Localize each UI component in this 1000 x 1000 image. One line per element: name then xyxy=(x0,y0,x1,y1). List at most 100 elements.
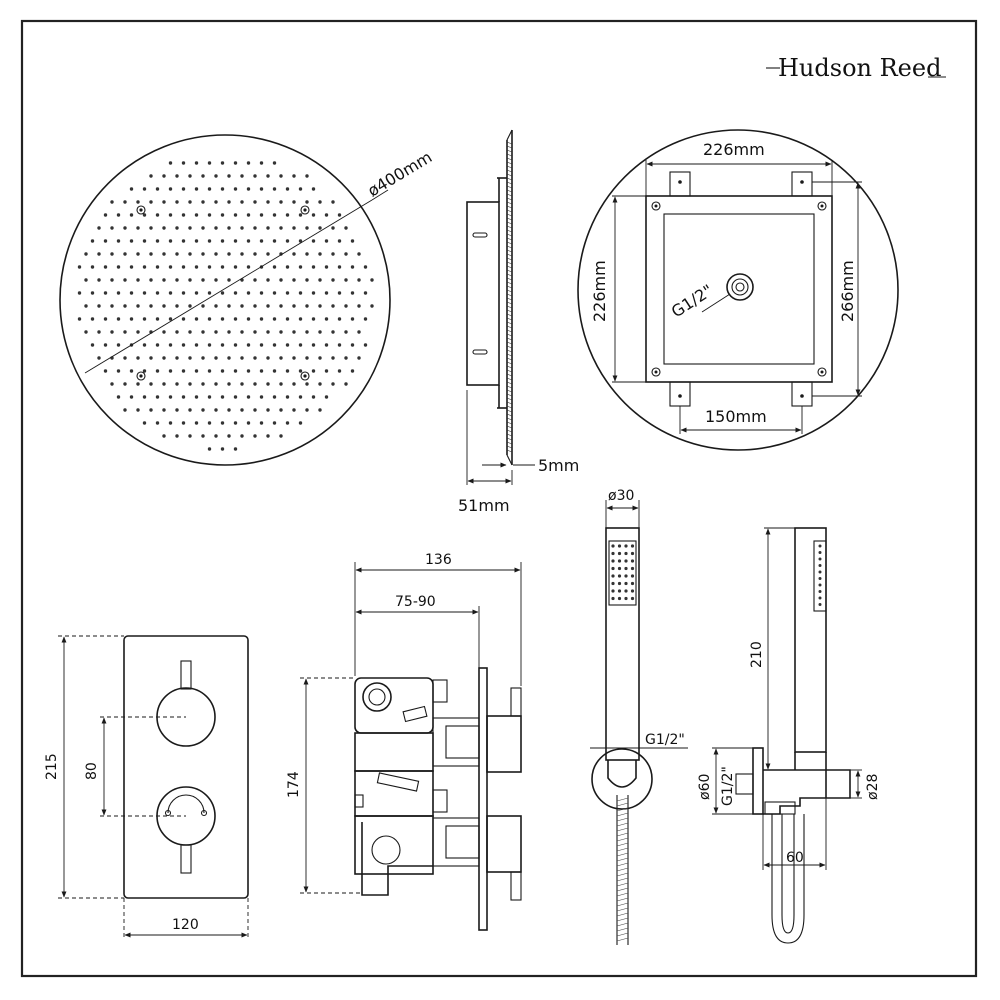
nozzle-dot xyxy=(292,252,296,256)
nozzle-dot xyxy=(272,187,277,191)
nozzle-dot xyxy=(266,200,270,204)
nozzle-dot xyxy=(298,343,303,347)
water-inlet-fitting xyxy=(726,273,754,301)
nozzle-dot xyxy=(357,278,361,282)
nozzle-dot xyxy=(331,382,335,386)
nozzle-dot xyxy=(90,265,95,269)
nozzle-dot xyxy=(350,317,355,321)
hose-hatch-line xyxy=(616,852,629,857)
nozzle-dot xyxy=(318,382,322,386)
nozzle-dot xyxy=(220,317,225,321)
nozzle-dot xyxy=(90,317,95,321)
hose-hatch-line xyxy=(616,877,629,882)
valve-outlet-pipe xyxy=(361,822,433,896)
nozzle-dot xyxy=(181,343,186,347)
plate-tooth xyxy=(506,361,513,365)
nozzle-dot xyxy=(337,369,342,373)
nozzle-dot xyxy=(168,291,173,295)
mount-left-height-label: 226mm xyxy=(590,260,609,322)
nozzle-dot xyxy=(227,304,231,308)
nozzle-dot xyxy=(97,330,101,334)
nozzle-dot xyxy=(227,226,231,230)
nozzle-dot xyxy=(110,330,114,334)
plate-tooth xyxy=(506,313,513,317)
nozzle-dot xyxy=(227,252,231,256)
nozzle-dot xyxy=(188,330,192,334)
spray-dot xyxy=(617,551,622,556)
plate-tooth xyxy=(506,197,513,201)
nozzle-dot xyxy=(292,174,296,178)
nozzle-dot xyxy=(136,226,140,230)
nozzle-dot xyxy=(246,395,251,399)
nozzle-dot xyxy=(357,252,361,256)
nozzle-dot xyxy=(149,382,153,386)
nozzle-dot xyxy=(129,291,134,295)
plate-tooth xyxy=(506,273,513,277)
faceplate-width-label: 120 xyxy=(172,917,199,933)
nozzle-dot xyxy=(233,447,238,451)
nozzle-dot xyxy=(188,304,192,308)
nozzle-dot xyxy=(246,343,251,347)
nozzle-dot xyxy=(181,239,186,243)
nozzle-dot xyxy=(292,278,296,282)
nozzle-dot xyxy=(233,395,238,399)
nozzle-dot xyxy=(188,226,192,230)
hose-hatch-line xyxy=(616,857,629,862)
plate-tooth xyxy=(506,229,513,233)
nozzle-dot xyxy=(207,447,212,451)
spray-dot xyxy=(611,596,615,601)
nozzle-dot xyxy=(246,265,251,269)
nozzle-dot xyxy=(149,200,153,204)
nozzle-dot xyxy=(324,239,329,243)
hose-hatch-line xyxy=(616,937,629,942)
nozzle-dot xyxy=(311,213,316,217)
plate-tooth xyxy=(506,385,513,389)
nozzle-dot xyxy=(201,278,205,282)
nozzle-dot xyxy=(363,317,368,321)
nozzle-dot xyxy=(136,200,140,204)
nozzle-dot xyxy=(188,356,192,360)
nozzle-dot xyxy=(103,265,108,269)
nozzle-dot xyxy=(240,408,244,412)
nozzle-dot xyxy=(207,369,212,373)
bracket-thread-label: G1/2" xyxy=(720,766,736,806)
nozzle-dot xyxy=(298,421,303,425)
spray-dot xyxy=(630,544,635,548)
plate-tooth xyxy=(506,225,513,229)
spray-dot xyxy=(818,544,822,548)
nozzle-dot xyxy=(344,252,348,256)
hose-loop-inner xyxy=(781,814,795,934)
nozzle-dot xyxy=(324,317,329,321)
nozzle-dot xyxy=(103,291,108,295)
hose-hatch-line xyxy=(616,917,629,922)
nozzle-dot xyxy=(285,343,290,347)
nozzle-dot xyxy=(155,291,160,295)
nozzle-dot xyxy=(305,330,309,334)
valve-body-height-label: 174 xyxy=(286,771,302,798)
plate-tooth xyxy=(506,173,513,177)
hose-hatch-line xyxy=(616,892,629,897)
lower-cartridge xyxy=(432,817,480,867)
nozzle-dot xyxy=(201,226,205,230)
nozzle-dot xyxy=(214,382,218,386)
nozzle-dot xyxy=(305,226,309,230)
hose-connector xyxy=(764,801,796,815)
nozzle-dot xyxy=(207,317,212,321)
nozzle-dot xyxy=(162,226,166,230)
nozzle-dot xyxy=(168,369,173,373)
plate-tooth xyxy=(506,241,513,245)
hand-shower-front-view: ø30 G1/2" xyxy=(590,488,688,945)
nozzle-dot xyxy=(266,330,270,334)
nozzle-dot xyxy=(272,317,277,321)
spray-dot xyxy=(630,559,635,563)
nozzle-dot xyxy=(194,395,199,399)
nozzle-dot xyxy=(292,330,296,334)
nozzle-dot xyxy=(311,291,316,295)
nozzle-dot xyxy=(168,239,173,243)
nozzle-dot xyxy=(259,213,264,217)
nozzle-dot xyxy=(201,408,205,412)
nozzle-dot xyxy=(175,200,179,204)
nozzle-dot xyxy=(259,317,264,321)
nozzle-dot xyxy=(240,174,244,178)
bracket-thread-stub xyxy=(735,773,754,795)
